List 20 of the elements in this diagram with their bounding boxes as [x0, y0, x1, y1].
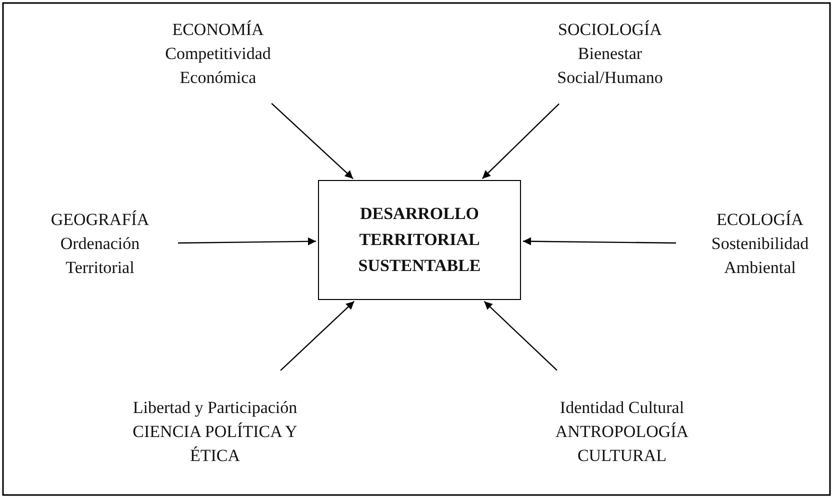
arrow [523, 237, 676, 246]
discipline-text: ECOLOGÍA [716, 209, 804, 231]
central-box [318, 180, 521, 300]
discipline-text: Libertad y Participación [132, 397, 298, 419]
arrow [271, 103, 354, 180]
arrow [178, 237, 316, 246]
discipline-text: SOCIOLOGÍA [558, 19, 662, 41]
discipline-text: GEOGRAFÍA [50, 209, 150, 231]
discipline-text: CIENCIA POLÍTICA Y ÉTICA [132, 421, 298, 467]
discipline-text: Identidad Cultural [560, 397, 684, 419]
discipline-text: ANTROPOLOGÍA CULTURAL [554, 421, 690, 467]
arrow [484, 300, 558, 371]
arrow [280, 300, 355, 371]
central-title: DESARROLLO TERRITORIAL SUSTENTABLE [357, 203, 482, 277]
discipline-text: ECONOMÍA [172, 19, 264, 41]
discipline-text: Bienestar Social/Humano [556, 43, 664, 89]
arrow [482, 103, 560, 180]
discipline-text: Sostenibilidad Ambiental [710, 233, 810, 279]
discipline-text: Competitividad Económica [164, 43, 272, 89]
discipline-text: Ordenación Territorial [59, 233, 141, 279]
